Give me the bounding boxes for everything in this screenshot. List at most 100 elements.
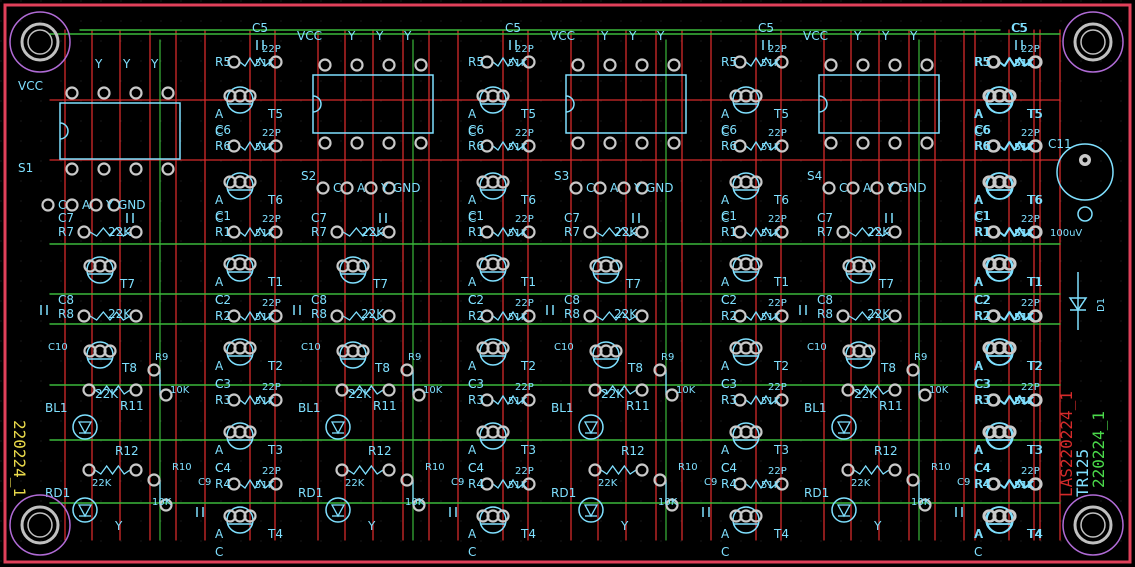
col-a-label: A xyxy=(215,443,224,457)
c7-label: C7 xyxy=(564,211,580,225)
resistor-pad xyxy=(269,139,283,153)
ic-pin xyxy=(318,136,332,150)
t7-label: T7 xyxy=(625,277,641,291)
r7-label: R7 xyxy=(311,225,327,239)
col-res-value: 51K xyxy=(761,396,781,407)
t7-label: T7 xyxy=(878,277,894,291)
col-cap-label: C2 xyxy=(721,293,737,307)
col-c-label: C xyxy=(721,545,729,559)
ic-notch xyxy=(312,95,322,113)
resistor-pad xyxy=(82,463,96,477)
col-c-label: C xyxy=(468,545,476,559)
ic-pin xyxy=(97,162,111,176)
board-id-left: 220224_1 xyxy=(10,420,29,497)
led-outline xyxy=(831,497,857,523)
ic-pin xyxy=(603,136,617,150)
transistor-pad xyxy=(749,175,763,189)
col-a-label: A xyxy=(974,107,983,121)
col-res-label: R2 xyxy=(468,309,484,323)
resistor-pad xyxy=(775,139,789,153)
resistor-symbol xyxy=(94,464,131,476)
header-pin-label: Y xyxy=(633,181,642,195)
col-t-label: T5 xyxy=(1026,107,1042,121)
r12-value: 22K xyxy=(598,478,618,489)
led-symbol xyxy=(836,421,852,435)
resistor-symbol xyxy=(745,478,777,490)
col-c-label: C xyxy=(974,461,982,475)
col-22p-label: 22P xyxy=(515,466,534,477)
col-22p-label: 22P xyxy=(1021,44,1040,55)
r10-label: R10 xyxy=(172,462,192,473)
col-res-value: 51K xyxy=(255,396,275,407)
col-22p-label: 22P xyxy=(515,128,534,139)
r11-label: R11 xyxy=(373,399,397,413)
header-pin xyxy=(617,181,631,195)
vcc-label: VCC xyxy=(550,29,575,43)
resistor-pad xyxy=(129,225,143,239)
header-pin xyxy=(382,181,396,195)
t8-label: T8 xyxy=(121,361,137,375)
ic-pin xyxy=(571,58,585,72)
ic-pin xyxy=(129,86,143,100)
r-val: 22K xyxy=(601,387,625,401)
y-label: Y xyxy=(881,29,890,43)
y-label: Y xyxy=(656,29,665,43)
resistor-pad xyxy=(227,477,241,491)
resistor-symbol xyxy=(492,310,524,322)
resistor-pad xyxy=(129,383,143,397)
transistor-pad xyxy=(103,259,117,273)
col-t-label: T5 xyxy=(1027,107,1043,121)
resistor-pad xyxy=(1029,477,1043,491)
col-c-label: C xyxy=(721,461,729,475)
y-label: Y xyxy=(628,29,637,43)
ic-notch xyxy=(565,95,575,113)
resistor-pad xyxy=(588,383,602,397)
col-res-value: 51K xyxy=(255,142,275,153)
col-c-label: C xyxy=(468,293,476,307)
transistor-pad xyxy=(749,509,763,523)
t8-label: T8 xyxy=(880,361,896,375)
resistor-pad xyxy=(147,363,161,377)
col-t-label: T1 xyxy=(1027,275,1043,289)
ic-pin xyxy=(318,58,332,72)
ic-pin xyxy=(382,58,396,72)
col-res-label: R5 xyxy=(975,55,991,69)
led-outline xyxy=(578,414,604,440)
resistor-symbol xyxy=(239,310,271,322)
col-22p-label: 22P xyxy=(768,128,787,139)
resistor-pad xyxy=(77,309,91,323)
c9-label: C9 xyxy=(704,477,717,488)
resistor-pad xyxy=(480,225,494,239)
y-out-label: Y xyxy=(114,519,123,533)
resistor-symbol xyxy=(600,384,637,396)
resistor-pad xyxy=(82,383,96,397)
resistor-pad xyxy=(987,477,1001,491)
header-pin xyxy=(635,181,649,195)
col-cap-label: C2 xyxy=(215,293,231,307)
r10-value: 10K xyxy=(911,497,931,508)
resistor-symbol xyxy=(342,310,384,322)
capacitor-c11: C11 100uV xyxy=(1048,137,1114,239)
transistor-pad xyxy=(749,89,763,103)
resistor-pad xyxy=(522,55,536,69)
col-res-value: 51K xyxy=(761,142,781,153)
col-c-label: C xyxy=(721,377,729,391)
resistor-pad xyxy=(480,309,494,323)
ic-pin xyxy=(667,136,681,150)
board-outline xyxy=(3,3,1132,564)
resistor-pad xyxy=(888,309,902,323)
transistor-pad xyxy=(862,344,876,358)
col-cap-label: C6 xyxy=(975,123,991,137)
c5-label: C5 xyxy=(252,21,268,35)
col-a-label: A xyxy=(974,359,983,373)
resistor-pad xyxy=(987,393,1001,407)
resistor-symbol xyxy=(600,464,637,476)
resistor-pad xyxy=(400,363,414,377)
resistor-pad xyxy=(227,393,241,407)
led-outline xyxy=(325,414,351,440)
resistor-symbol xyxy=(347,384,384,396)
col-cap-label: C2 xyxy=(468,293,484,307)
header-pin-label: GND xyxy=(899,181,927,195)
resistor-symbol xyxy=(89,226,131,238)
col-res-value: 51K xyxy=(508,396,528,407)
